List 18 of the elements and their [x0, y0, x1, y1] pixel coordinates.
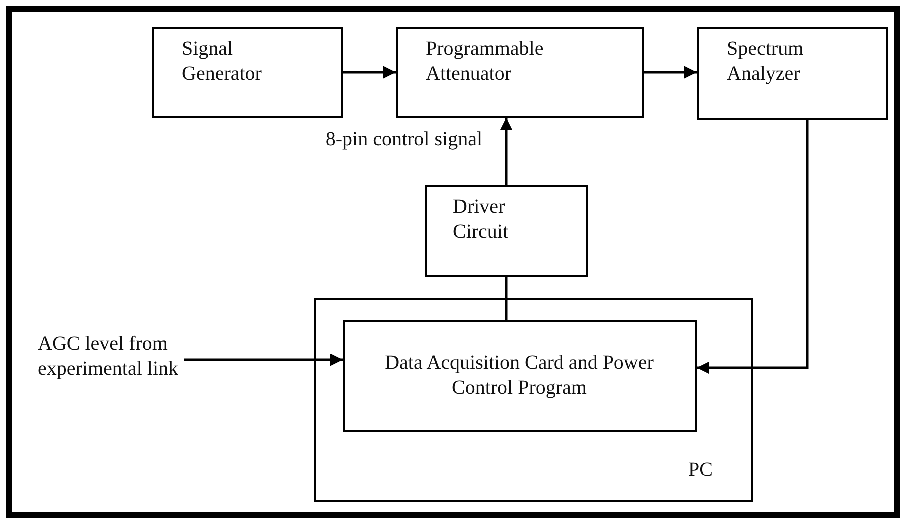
box-label: Data Acquisition Card and Power Control Program: [384, 350, 655, 400]
process-box: [152, 27, 343, 118]
arrow: [697, 120, 809, 374]
arrow: [184, 354, 343, 366]
process-box: [425, 185, 588, 277]
box-label: Driver Circuit: [453, 195, 510, 245]
box-label: AGC level from experimental link: [38, 332, 180, 382]
box-label: Programmable Attenuator: [426, 37, 545, 87]
box-label: Signal Generator: [182, 37, 263, 87]
arrow: [500, 118, 513, 185]
group-box: [314, 298, 753, 502]
group-label: PC: [688, 459, 713, 482]
arrow: [644, 66, 697, 79]
box-label: Spectrum Analyzer: [727, 37, 805, 87]
arrow: [343, 66, 396, 79]
process-box: [342, 320, 696, 432]
process-box: [697, 27, 888, 120]
process-box: [396, 27, 644, 118]
